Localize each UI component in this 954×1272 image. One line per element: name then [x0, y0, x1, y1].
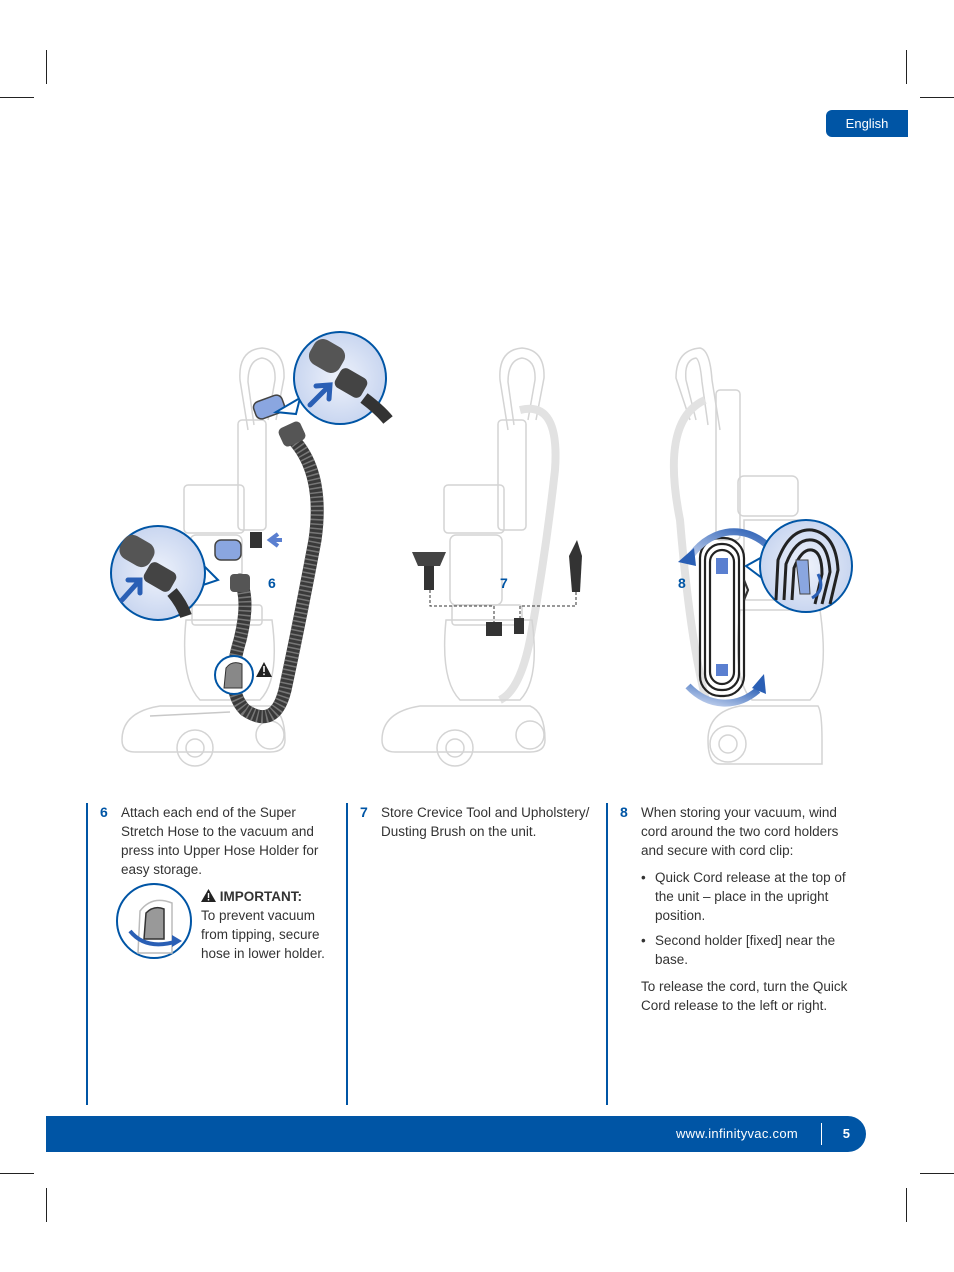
crop-mark-bl-h [0, 1173, 34, 1174]
figure-6-hose-ribs [227, 431, 324, 724]
list-item: •Second holder [fixed] near the base. [641, 933, 836, 967]
step-8-number: 8 [620, 804, 628, 820]
figure-6-number: 6 [268, 575, 276, 591]
important-block: IMPORTANT: To prevent vacuum from tippin… [116, 883, 333, 967]
figure-8-arrow-bottom-head [752, 674, 766, 694]
figure-7-stored-accessories [486, 618, 524, 636]
figure-7-number: 7 [500, 575, 508, 591]
important-text: To prevent vacuum from tipping, secure h… [201, 908, 325, 961]
crop-mark-tl-h [0, 97, 34, 98]
crop-mark-br-h [920, 1173, 954, 1174]
step-7: 7 Store Crevice Tool and Upholstery/ Dus… [346, 803, 589, 1105]
list-item: •Quick Cord release at the top of the un… [641, 870, 846, 923]
step-6: 6 Attach each end of the Super Stretch H… [86, 803, 325, 1105]
crop-mark-tl-v [46, 50, 47, 84]
figure-8-arrow-top-head [678, 548, 696, 566]
crop-mark-tr-v [906, 50, 907, 84]
warning-icon [201, 889, 216, 902]
figure-7-crevice-tool [569, 540, 582, 592]
footer-bar: www.infinityvac.com 5 [46, 1116, 866, 1152]
step-8-closing: To release the cord, turn the Quick Cord… [641, 979, 848, 1013]
language-tab: English [826, 110, 908, 137]
step-7-number: 7 [360, 804, 368, 820]
figure-8-vacuum [669, 347, 825, 765]
figure-6-zoom-left [110, 525, 220, 621]
figure-6-lower-holder-inset [214, 655, 254, 695]
figure-6-vacuum [121, 347, 286, 767]
figure-8-quick-cord-release [716, 558, 728, 574]
bullet-dot: • [641, 870, 646, 885]
figure-8-arrow-top [685, 528, 771, 562]
figure-6-push-arrow [266, 532, 282, 548]
lower-holder-inset-icon [116, 883, 192, 959]
figure-6-hose-ends [214, 394, 306, 592]
figure-6-zoom-top [272, 331, 393, 425]
warning-icon [256, 662, 272, 677]
step-8-text: When storing your vacuum, wind cord arou… [641, 805, 839, 858]
bullet-dot: • [641, 933, 646, 948]
figure-7-vacuum [381, 347, 560, 767]
step-7-text: Store Crevice Tool and Upholstery/ Dusti… [381, 805, 590, 839]
figure-8-number: 8 [678, 575, 686, 591]
crop-mark-br-v [906, 1188, 907, 1222]
step-6-number: 6 [100, 804, 108, 820]
crop-mark-tr-h [920, 97, 954, 98]
figure-7-brush-leader [429, 590, 495, 622]
page-number: 5 [842, 1126, 850, 1141]
step-8-bullets: •Quick Cord release at the top of the un… [641, 868, 853, 969]
figure-7-crevice-leader [519, 592, 577, 618]
footer-divider [821, 1123, 822, 1145]
figure-8-lower-cord-holder [716, 664, 728, 676]
figure-8-zoom [744, 519, 853, 613]
figure-8-wound-cord [698, 536, 750, 698]
important-label: IMPORTANT: [219, 889, 303, 904]
website-link[interactable]: www.infinityvac.com [675, 1126, 798, 1141]
crop-mark-bl-v [46, 1188, 47, 1222]
figure-7-upholstery-brush [412, 552, 446, 590]
figure-8-arrow-bottom [685, 683, 761, 707]
step-6-text: Attach each end of the Super Stretch Hos… [121, 805, 319, 877]
illustrations: 6 7 [110, 331, 853, 767]
step-8: 8 When storing your vacuum, wind cord ar… [606, 803, 847, 1105]
